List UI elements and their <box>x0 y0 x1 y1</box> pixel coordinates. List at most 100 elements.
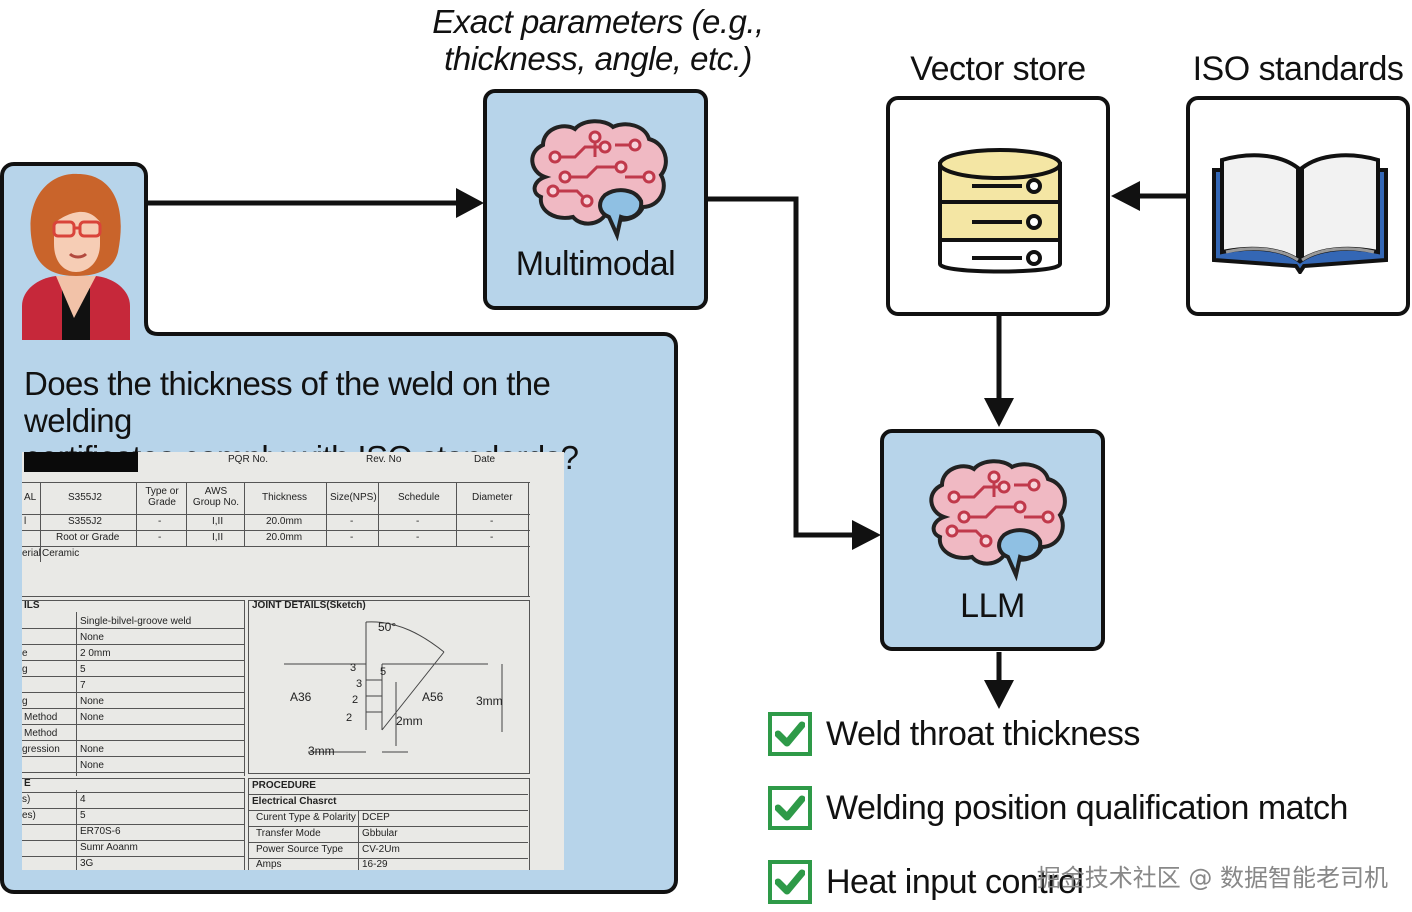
cert-procedure-sub: Electrical Chasrct <box>252 796 337 807</box>
cert-r1-c5: - <box>350 516 354 527</box>
checklist-item: Welding position qualification match <box>768 786 1348 830</box>
cert-lower-left-title: E <box>24 778 31 789</box>
arrowhead-vector <box>1111 181 1140 211</box>
cert-col-4: Thickness <box>262 492 308 503</box>
vector-store-node <box>886 96 1110 316</box>
user-avatar-icon <box>22 173 130 340</box>
cert-ll-label-1: es) <box>22 810 36 821</box>
llm-label: LLM <box>960 587 1025 625</box>
cert-proc-r1-value: Gbbular <box>362 828 398 839</box>
cert-col-0: AL <box>24 492 37 503</box>
sketch-gap-bottom: 3mm <box>308 744 335 758</box>
caption-line-1: Exact parameters (e.g., <box>432 3 764 40</box>
cert-material-value: Ceramic <box>42 548 80 559</box>
cert-ll-value-2: ER70S-6 <box>80 826 121 837</box>
cert-col-1: S355J2 <box>68 492 102 503</box>
cert-proc-r3-label: Amps <box>256 859 282 870</box>
cert-procedure-title: PROCEDURE <box>252 780 316 791</box>
database-icon <box>938 148 1062 274</box>
cert-ll-value-1: 5 <box>80 810 86 821</box>
cert-r2-c3: I,II <box>212 532 224 543</box>
cert-detail-3: 5 <box>80 664 86 675</box>
cert-proc-r2-label: Power Source Type <box>256 844 344 855</box>
cert-pqr-no: PQR No. <box>228 454 269 465</box>
cert-col-2: Type or Grade <box>145 486 179 508</box>
sketch-right: A56 <box>422 690 444 704</box>
multimodal-node: Multimodal <box>483 89 708 310</box>
sketch-height: 3mm <box>476 694 503 708</box>
iso-standards-node <box>1186 96 1410 316</box>
cert-date: Date <box>474 454 496 465</box>
cert-detail-2: 2 0mm <box>80 648 111 659</box>
checkbox-checked-icon <box>768 786 812 830</box>
cert-col-5: Size(NPS) <box>330 492 377 503</box>
checklist-label: Welding position qualification match <box>826 788 1348 827</box>
checklist-label: Weld throat thickness <box>826 714 1140 753</box>
brain-icon <box>530 119 668 242</box>
iso-standards-caption: ISO standards <box>1192 50 1404 88</box>
procedure-box <box>248 778 530 870</box>
checklist-label: Heat input control <box>826 862 1084 901</box>
joint-details-box <box>248 600 530 774</box>
welding-certificate-image: PQR No. Rev. No Date AL S355J2 Type or G… <box>22 452 564 870</box>
brain-icon <box>929 459 1067 582</box>
cert-col-6: Schedule <box>398 492 440 503</box>
cert-joint-title: JOINT DETAILS(Sketch) <box>252 600 366 611</box>
arrowhead-results <box>984 680 1014 709</box>
cert-r1-c4: 20.0mm <box>266 516 303 527</box>
cert-r2-c4: 20.0mm <box>266 532 303 543</box>
cert-r2-c5: - <box>350 532 354 543</box>
cert-r2-c7: - <box>490 532 494 543</box>
checklist-item: Weld throat thickness <box>768 712 1140 756</box>
caption-line-2: thickness, angle, etc.) <box>444 40 752 77</box>
question-line-1: Does the thickness of the weld on the we… <box>24 365 551 439</box>
sketch-pass-4: 2 <box>346 712 353 724</box>
weld-sketch <box>284 621 503 753</box>
cert-r1-c2: - <box>158 516 162 527</box>
cert-detail-6: None <box>80 712 104 723</box>
cert-detail-label-5: g <box>22 696 28 707</box>
cert-detail-label-3: g <box>22 664 28 675</box>
cert-detail-0: Single-bilvel-groove weld <box>80 616 192 627</box>
cert-details-title: ILS <box>24 600 40 611</box>
cert-ll-value-3: Sumr Aoanm <box>80 842 138 853</box>
cert-detail-4: 7 <box>80 680 86 691</box>
cert-rev-no: Rev. No <box>366 454 402 465</box>
cert-detail-label-6: Method <box>24 712 58 723</box>
arrow-multimodal-to-llm <box>707 196 858 538</box>
checklist-item: Heat input control <box>768 860 1084 904</box>
exact-parameters-caption: Exact parameters (e.g., thickness, angle… <box>430 3 766 77</box>
cert-col-7: Diameter <box>472 492 513 503</box>
cert-proc-r0-value: DCEP <box>362 812 390 823</box>
cert-proc-r0-label: Curent Type & Polarity <box>256 812 356 823</box>
cert-proc-r2-value: CV-2Um <box>362 844 400 855</box>
cert-r1-c3: I,II <box>212 516 224 527</box>
multimodal-label: Multimodal <box>515 245 676 283</box>
sketch-root: 2mm <box>396 714 423 728</box>
arrowhead-multimodal <box>456 188 484 218</box>
cert-proc-r3-value: 16-29 <box>362 859 388 870</box>
redaction-bar <box>24 452 138 472</box>
cert-detail-label-8: gression <box>22 744 60 755</box>
llm-node: LLM <box>880 429 1105 651</box>
arrowhead-llm-top <box>984 398 1014 427</box>
cert-r1-c0: l <box>24 516 27 527</box>
cert-ll-value-4: 3G <box>80 858 94 869</box>
sketch-left: A36 <box>290 690 312 704</box>
cert-detail-label-7: Method <box>24 728 58 739</box>
checkbox-checked-icon <box>768 860 812 904</box>
cert-r1-c6: - <box>416 516 420 527</box>
cert-detail-1: None <box>80 632 104 643</box>
sketch-pass-1: 5 <box>380 666 387 678</box>
vector-store-caption: Vector store <box>910 50 1086 88</box>
cert-col-3: AWS Group No. <box>192 486 240 508</box>
cert-r2-c6: - <box>416 532 420 543</box>
cert-r1-c1: S355J2 <box>68 516 102 527</box>
cert-r2-c2: - <box>158 532 162 543</box>
cert-r2-c1: Root or Grade <box>56 532 120 543</box>
cert-detail-8: None <box>80 744 104 755</box>
cert-ll-value-0: 4 <box>80 794 86 805</box>
cert-proc-r1-label: Transfer Mode <box>256 828 321 839</box>
sketch-pass-3: 2 <box>352 694 359 706</box>
